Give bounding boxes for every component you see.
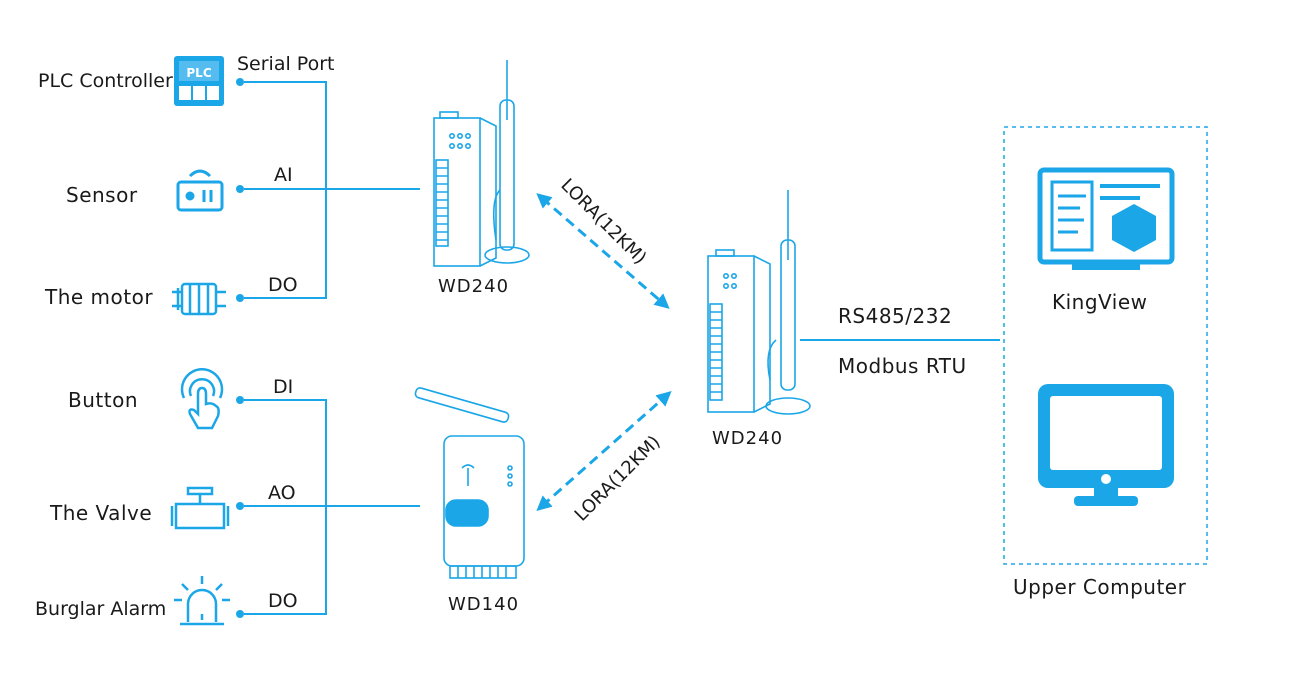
signal-serial-port: Serial Port bbox=[237, 53, 335, 75]
module-label-wd140: WD140 bbox=[448, 594, 520, 615]
plc-icon-text: PLC bbox=[186, 66, 211, 80]
wd140-module bbox=[414, 387, 525, 579]
lora-arrow-top bbox=[536, 193, 670, 309]
device-name-sensor: Sensor bbox=[66, 183, 138, 207]
device-name-plc: PLC Controller bbox=[38, 70, 173, 92]
connector-group-top bbox=[236, 78, 420, 302]
motor-icon bbox=[172, 282, 226, 316]
lora-label-bottom: LORA(12KM) bbox=[571, 432, 665, 526]
signal-ai: AI bbox=[274, 164, 293, 186]
monitor-icon bbox=[1038, 384, 1174, 506]
upper-computer-title: Upper Computer bbox=[1013, 575, 1187, 599]
device-name-alarm: Burglar Alarm bbox=[35, 598, 167, 620]
signal-do-alarm: DO bbox=[268, 590, 298, 612]
alarm-icon bbox=[174, 576, 230, 626]
module-label-wd240-left: WD240 bbox=[438, 276, 510, 297]
button-press-icon bbox=[180, 368, 224, 430]
lora-arrow-bottom bbox=[536, 391, 672, 511]
sensor-icon bbox=[176, 169, 224, 212]
device-name-button: Button bbox=[68, 388, 138, 412]
plc-icon: PLC bbox=[174, 56, 224, 106]
bus-mode-label: Modbus RTU bbox=[838, 354, 967, 378]
kingview-label: KingView bbox=[1052, 290, 1148, 314]
signal-do-motor: DO bbox=[268, 274, 298, 296]
wd240-center-module bbox=[707, 190, 811, 415]
module-label-wd240-center: WD240 bbox=[712, 428, 784, 449]
signal-ao: AO bbox=[268, 482, 296, 504]
bus-protocol-label: RS485/232 bbox=[838, 304, 953, 328]
kingview-icon bbox=[1037, 167, 1175, 270]
valve-icon bbox=[170, 486, 230, 530]
signal-di: DI bbox=[273, 376, 294, 398]
device-name-motor: The motor bbox=[45, 285, 154, 309]
connector-group-bottom bbox=[236, 396, 420, 618]
device-name-valve: The Valve bbox=[50, 501, 153, 525]
wd240-left-module bbox=[433, 60, 530, 267]
